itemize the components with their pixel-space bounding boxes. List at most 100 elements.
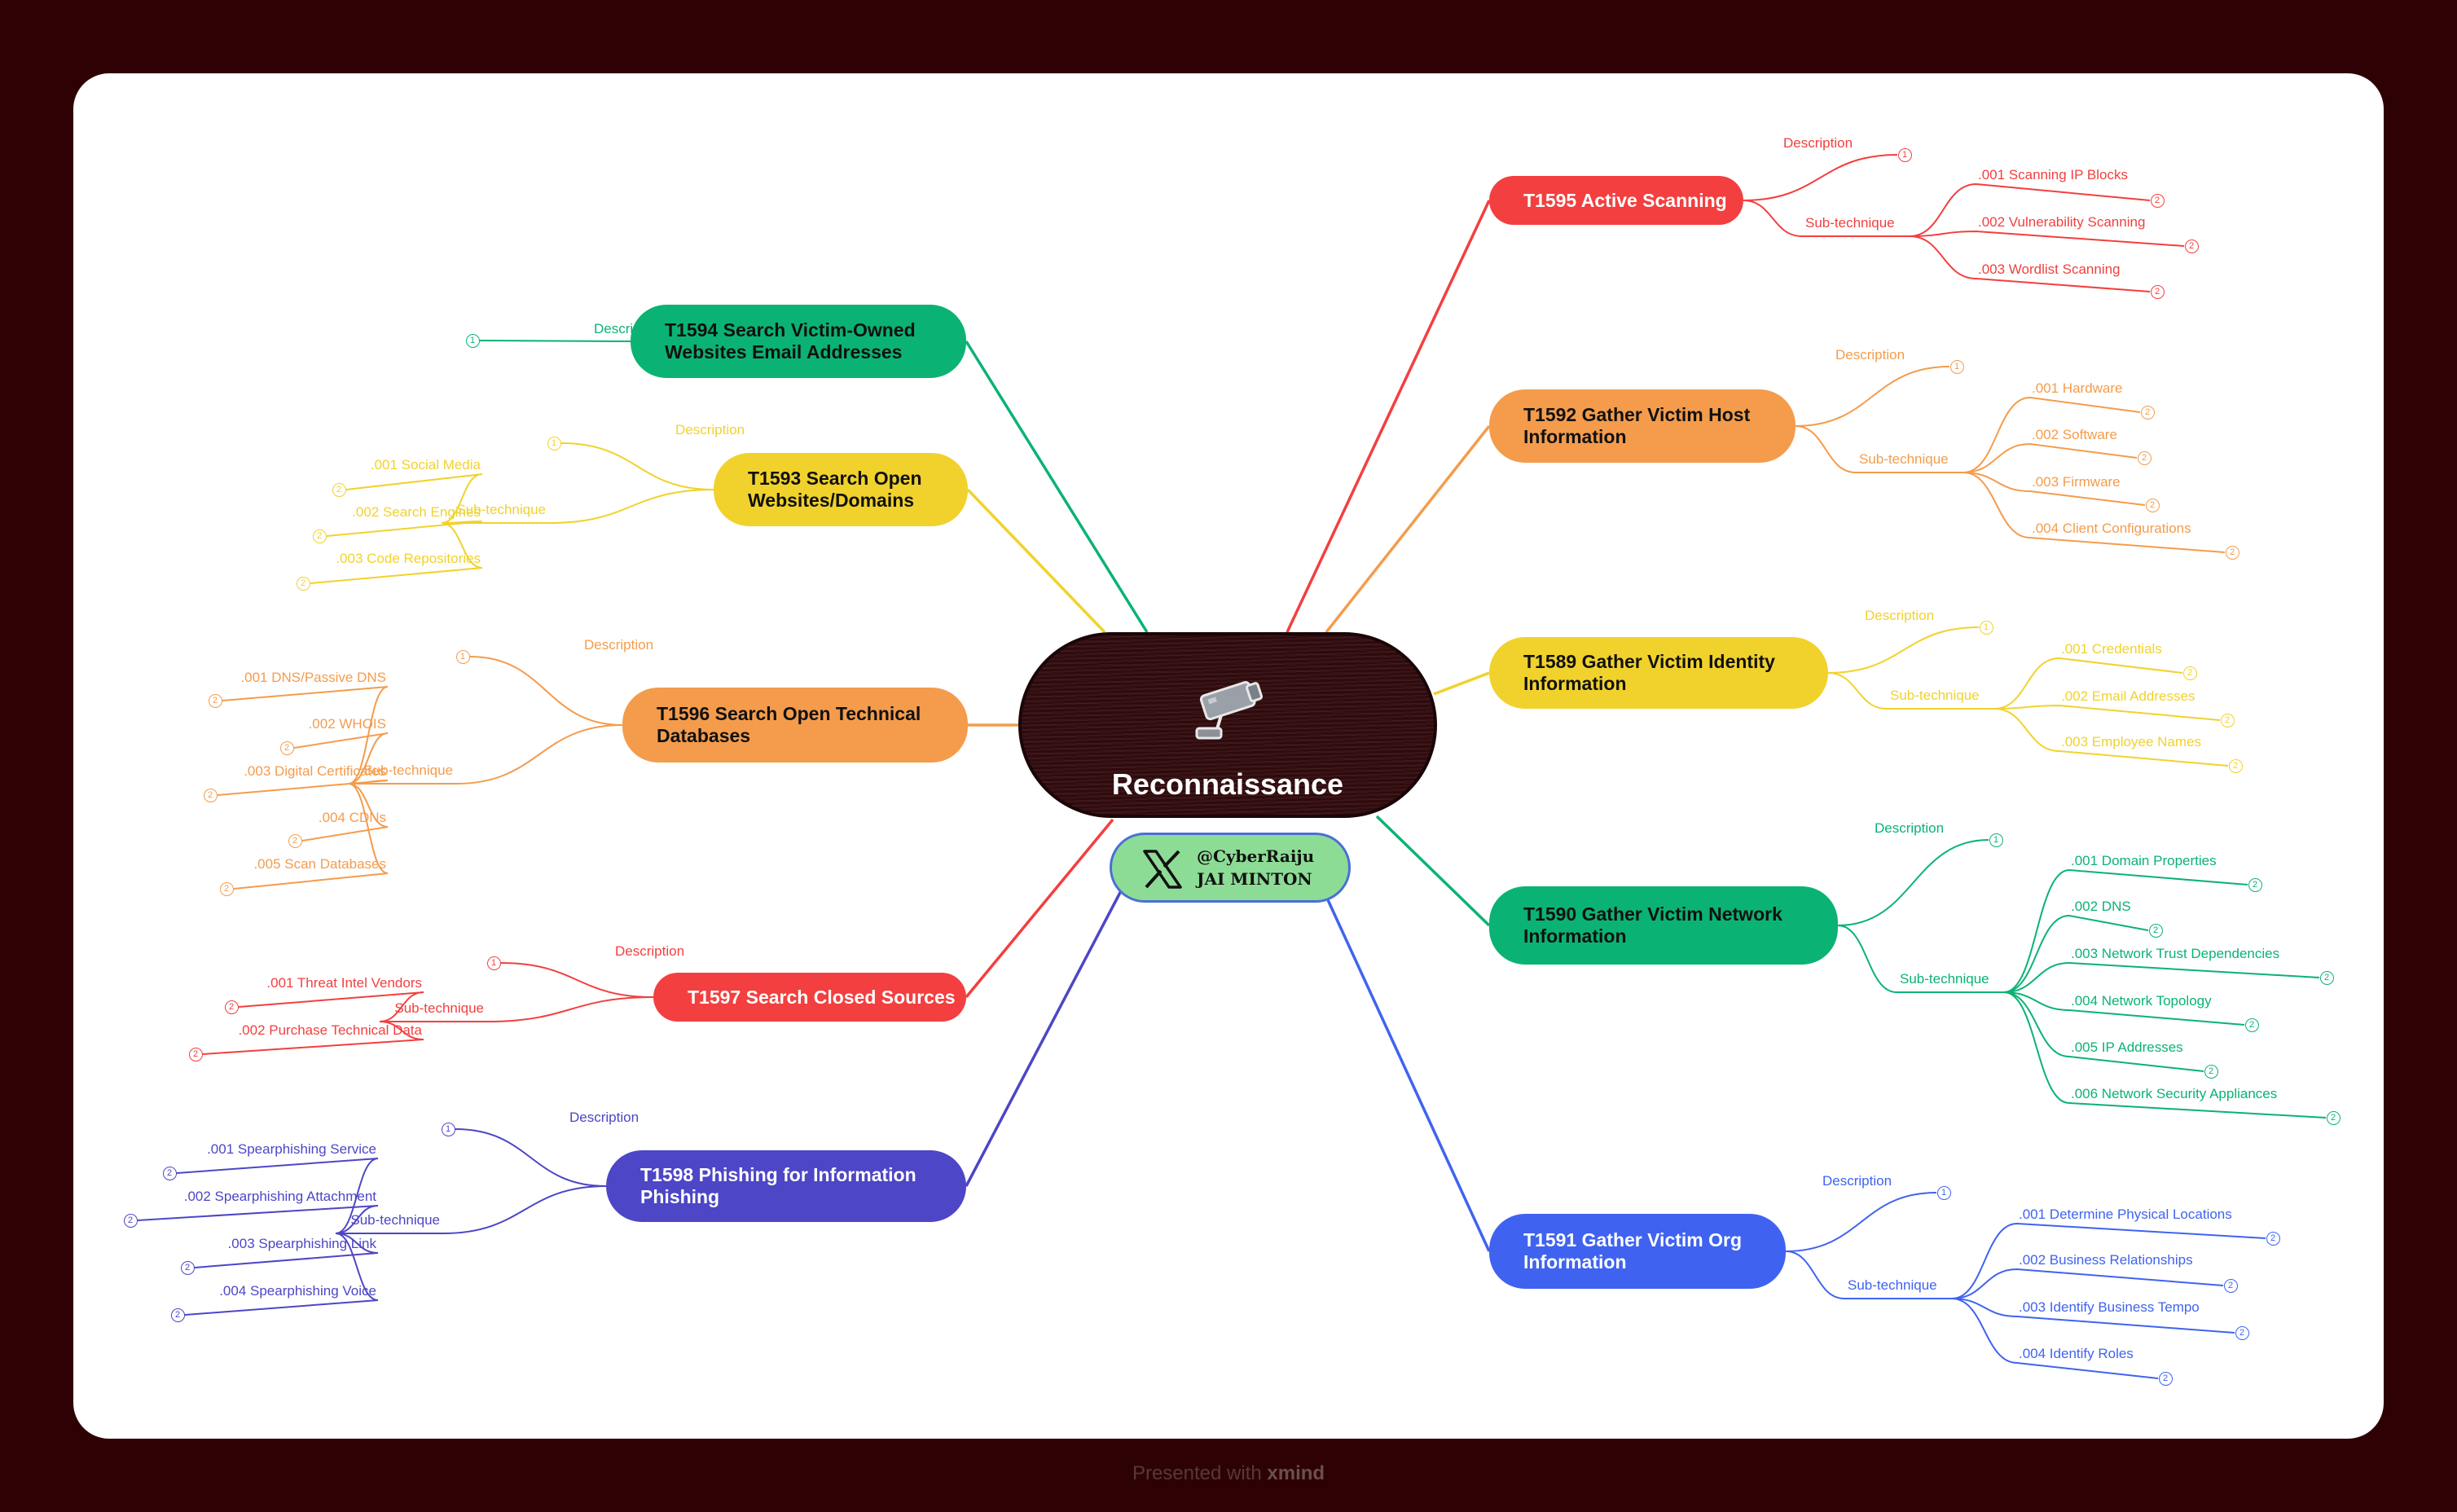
sub-technique-count-badge[interactable]: 2: [279, 741, 294, 755]
sub-technique-item[interactable]: .003 Spearphishing Link: [227, 1236, 376, 1251]
sub-technique-count-badge[interactable]: 2: [2319, 970, 2334, 985]
description-count-badge[interactable]: 1: [1979, 620, 1993, 635]
sub-technique-item[interactable]: .003 Network Trust Dependencies: [2071, 946, 2280, 961]
sub-technique-count-badge[interactable]: 2: [2158, 1371, 2173, 1386]
topic-t1591[interactable]: T1591 Gather Victim Org Information: [1489, 1214, 1786, 1289]
sub-technique-item[interactable]: .001 Determine Physical Locations: [2019, 1207, 2232, 1222]
sub-technique-count-badge[interactable]: 2: [162, 1166, 177, 1180]
sub-technique-item[interactable]: .003 Firmware: [2032, 474, 2121, 490]
description-count-badge[interactable]: 1: [441, 1122, 455, 1136]
sub-technique-item[interactable]: .001 Threat Intel Vendors: [266, 975, 422, 991]
sub-technique-count-badge[interactable]: 2: [123, 1213, 138, 1228]
topic-t1596[interactable]: T1596 Search Open Technical Databases: [622, 688, 968, 763]
sub-technique-count-badge[interactable]: 2: [2225, 545, 2239, 560]
sub-technique-item[interactable]: .003 Identify Business Tempo: [2019, 1299, 2200, 1315]
sub-technique-label[interactable]: Sub-technique: [1859, 451, 1949, 467]
sub-technique-item[interactable]: .003 Digital Certificates: [244, 763, 386, 779]
description-count-badge[interactable]: 1: [486, 956, 501, 970]
sub-technique-item[interactable]: .004 Spearphishing Voice: [219, 1283, 376, 1299]
topic-t1597[interactable]: T1597 Search Closed Sources: [653, 973, 966, 1022]
central-topic[interactable]: Reconnaissance: [1018, 632, 1437, 818]
topic-t1592[interactable]: T1592 Gather Victim Host Information: [1489, 389, 1796, 463]
sub-technique-label[interactable]: Sub-technique: [1890, 688, 1980, 703]
sub-technique-count-badge[interactable]: 2: [2223, 1278, 2238, 1293]
sub-technique-count-badge[interactable]: 2: [2182, 666, 2197, 680]
sub-technique-count-badge[interactable]: 2: [2326, 1110, 2341, 1125]
sub-technique-count-badge[interactable]: 2: [2244, 1018, 2259, 1032]
sub-technique-item[interactable]: .004 Client Configurations: [2032, 521, 2191, 536]
sub-technique-item[interactable]: .002 Email Addresses: [2061, 688, 2195, 704]
sub-technique-count-badge[interactable]: 2: [2228, 758, 2243, 773]
sub-technique-label[interactable]: Sub-technique: [1900, 971, 1989, 987]
description-label[interactable]: Description: [1783, 135, 1853, 151]
topic-t1589[interactable]: T1589 Gather Victim Identity Information: [1489, 637, 1828, 709]
sub-technique-item[interactable]: .006 Network Security Appliances: [2071, 1086, 2278, 1101]
sub-technique-count-badge[interactable]: 2: [2248, 877, 2262, 892]
description-count-badge[interactable]: 1: [1897, 147, 1912, 162]
sub-technique-count-badge[interactable]: 2: [203, 788, 218, 802]
sub-technique-item[interactable]: .004 Identify Roles: [2019, 1346, 2134, 1361]
sub-technique-item[interactable]: .002 DNS: [2071, 899, 2131, 914]
sub-technique-label[interactable]: Sub-technique: [1848, 1277, 1937, 1293]
description-label[interactable]: Description: [1835, 347, 1905, 363]
sub-technique-count-badge[interactable]: 2: [2150, 193, 2165, 208]
sub-technique-item[interactable]: .001 Domain Properties: [2071, 853, 2217, 868]
description-label[interactable]: Description: [569, 1110, 640, 1125]
description-count-badge[interactable]: 1: [547, 436, 561, 451]
sub-technique-item[interactable]: .002 Vulnerability Scanning: [1978, 214, 2146, 230]
sub-technique-count-badge[interactable]: 2: [2184, 239, 2199, 253]
description-count-badge[interactable]: 1: [465, 333, 480, 348]
sub-technique-item[interactable]: .002 Business Relationships: [2019, 1252, 2193, 1268]
sub-technique-label[interactable]: Sub-technique: [456, 502, 546, 517]
description-count-badge[interactable]: 1: [1949, 359, 1964, 374]
sub-technique-count-badge[interactable]: 2: [2140, 405, 2155, 420]
description-label[interactable]: Description: [584, 637, 654, 653]
sub-technique-count-badge[interactable]: 2: [288, 833, 302, 848]
sub-technique-item[interactable]: .001 Spearphishing Service: [207, 1141, 376, 1157]
topic-t1598[interactable]: T1598 Phishing for Information Phishing: [606, 1150, 966, 1222]
sub-technique-item[interactable]: .003 Wordlist Scanning: [1978, 262, 2121, 277]
sub-technique-count-badge[interactable]: 2: [332, 482, 346, 497]
sub-technique-count-badge[interactable]: 2: [2150, 284, 2165, 299]
sub-technique-count-badge[interactable]: 2: [170, 1308, 185, 1322]
sub-technique-count-badge[interactable]: 2: [2148, 923, 2163, 938]
description-label[interactable]: Description: [594, 321, 664, 336]
topic-t1590[interactable]: T1590 Gather Victim Network Information: [1489, 886, 1838, 965]
sub-technique-count-badge[interactable]: 2: [188, 1047, 203, 1061]
sub-technique-item[interactable]: .005 Scan Databases: [253, 856, 386, 872]
sub-technique-count-badge[interactable]: 2: [2235, 1325, 2249, 1340]
sub-technique-count-badge[interactable]: 2: [2137, 451, 2152, 465]
sub-technique-item[interactable]: .002 Software: [2032, 427, 2117, 442]
sub-technique-count-badge[interactable]: 2: [219, 881, 234, 896]
description-count-badge[interactable]: 1: [1989, 833, 2003, 847]
description-count-badge[interactable]: 1: [1936, 1185, 1951, 1200]
sub-technique-label[interactable]: Sub-technique: [363, 763, 453, 778]
sub-technique-count-badge[interactable]: 2: [224, 1000, 239, 1014]
author-badge[interactable]: @CyberRaiju JAI MINTON: [1110, 833, 1351, 903]
sub-technique-item[interactable]: .003 Code Repositories: [336, 551, 481, 566]
sub-technique-item[interactable]: .004 CDNs: [318, 810, 386, 825]
sub-technique-item[interactable]: .001 Social Media: [370, 457, 481, 472]
sub-technique-count-badge[interactable]: 2: [208, 693, 222, 708]
sub-technique-label[interactable]: Sub-technique: [394, 1000, 484, 1016]
description-count-badge[interactable]: 1: [455, 649, 470, 664]
sub-technique-item[interactable]: .002 Purchase Technical Data: [238, 1022, 422, 1038]
sub-technique-label[interactable]: Sub-technique: [1805, 215, 1895, 231]
sub-technique-item[interactable]: .003 Employee Names: [2061, 734, 2201, 749]
description-label[interactable]: Description: [1822, 1173, 1892, 1189]
sub-technique-item[interactable]: .001 DNS/Passive DNS: [240, 670, 386, 685]
description-label[interactable]: Description: [1865, 608, 1935, 623]
sub-technique-count-badge[interactable]: 2: [296, 576, 310, 591]
description-label[interactable]: Description: [675, 422, 745, 437]
sub-technique-item[interactable]: .002 WHOIS: [308, 716, 386, 732]
sub-technique-count-badge[interactable]: 2: [2145, 498, 2160, 512]
sub-technique-count-badge[interactable]: 2: [2204, 1064, 2218, 1079]
sub-technique-count-badge[interactable]: 2: [2220, 713, 2235, 727]
description-label[interactable]: Description: [615, 943, 685, 959]
sub-technique-label[interactable]: Sub-technique: [350, 1212, 440, 1228]
sub-technique-item[interactable]: .001 Credentials: [2061, 641, 2162, 657]
sub-technique-item[interactable]: .001 Scanning IP Blocks: [1978, 167, 2128, 182]
topic-t1594[interactable]: T1594 Search Victim-Owned Websites Email…: [631, 305, 966, 378]
sub-technique-count-badge[interactable]: 2: [2266, 1231, 2280, 1246]
sub-technique-item[interactable]: .004 Network Topology: [2071, 993, 2212, 1009]
